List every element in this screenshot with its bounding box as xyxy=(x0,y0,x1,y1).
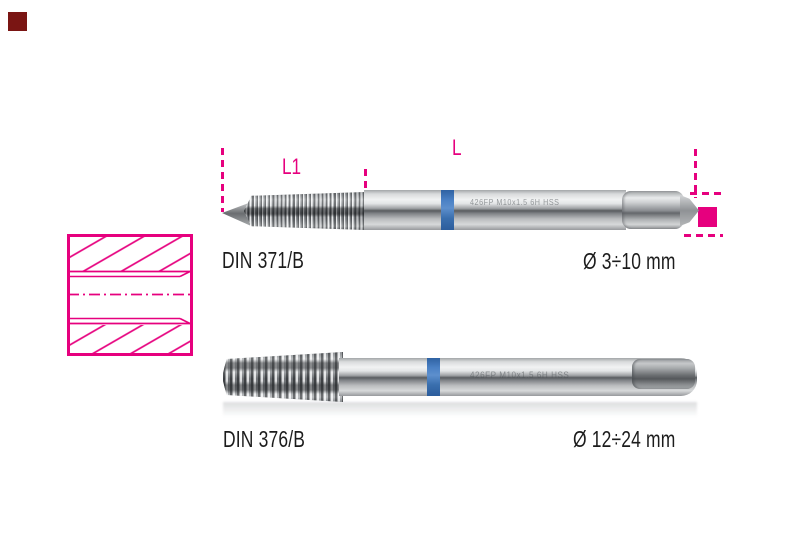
tap-end-point xyxy=(680,195,699,226)
tap-photo-din-376b: 426FP M10x1.5 6H HSS xyxy=(223,352,700,420)
category-color-marker xyxy=(8,12,27,31)
standard-label-row1: DIN 371/B xyxy=(222,247,305,273)
standard-label-row2: DIN 376/B xyxy=(223,426,306,452)
dimension-label-l: L xyxy=(452,135,462,160)
hatch-band-bottom xyxy=(70,325,190,353)
dimension-label-l1: L1 xyxy=(282,154,302,179)
tap-shank xyxy=(364,190,626,230)
blue-ring-marker xyxy=(441,190,454,230)
tap-shank xyxy=(339,358,639,396)
tap-reflection xyxy=(223,402,697,417)
tap-thread-section xyxy=(244,192,366,230)
dimension-boundary-right xyxy=(694,149,697,198)
tap-square-drive xyxy=(622,191,684,229)
hatch-band-top xyxy=(70,237,190,271)
tap-photo-din-371b: 426FP M10x1.5 6H HSS xyxy=(222,185,699,235)
tap-square-drive xyxy=(632,359,695,389)
dimension-tick-lower-right xyxy=(684,234,723,237)
shank-engraving: 426FP M10x1.5 6H HSS xyxy=(470,370,570,380)
shank-engraving: 426FP M10x1.5 6H HSS xyxy=(470,198,560,207)
dimension-boundary-thread-end xyxy=(364,169,367,199)
square-drive-marker xyxy=(698,207,717,227)
tap-thread-section xyxy=(223,352,343,402)
threaded-hole-cross-section-diagram xyxy=(67,234,193,356)
dimension-tick-upper-right xyxy=(690,192,723,195)
dimension-boundary-left xyxy=(221,148,224,212)
blue-ring-marker xyxy=(427,358,440,396)
diameter-range-label-row2: Ø 12÷24 mm xyxy=(573,426,676,452)
diameter-range-label-row1: Ø 3÷10 mm xyxy=(583,248,676,274)
